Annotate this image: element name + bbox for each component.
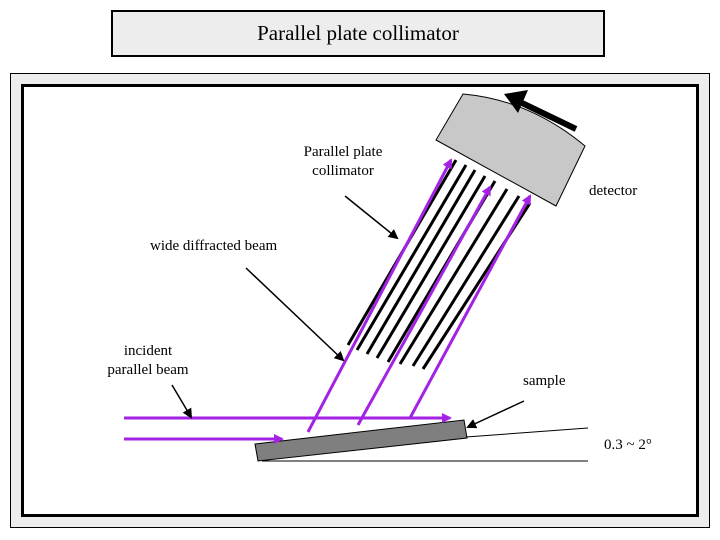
page-title: Parallel plate collimator [257, 21, 459, 45]
angle-label: 0.3 ~ 2° [604, 437, 652, 453]
sample-pointer [466, 400, 525, 429]
detector-motion-arrowhead [504, 90, 528, 113]
collimator-pointer [344, 195, 399, 240]
collimator-label-line1: Parallel plate [303, 144, 383, 160]
sample-plate [254, 419, 468, 462]
title-box: Parallel plate collimator [111, 10, 605, 57]
incident-label-line2: parallel beam [107, 362, 189, 378]
diffracted-beam-1 [306, 158, 453, 433]
incident-beam-label: incident parallel beam [96, 342, 200, 380]
diffracted-beam-2 [356, 185, 492, 426]
detector-box [435, 93, 586, 207]
wide-diffracted-beam-label: wide diffracted beam [150, 238, 278, 254]
collimator-plate [398, 188, 509, 365]
collimator-label: Parallel plate collimator [293, 143, 393, 181]
diffracted-beam-3 [408, 194, 532, 419]
collimator-label-line2: collimator [312, 163, 374, 179]
collimator-plate [411, 195, 521, 367]
detector-label: detector [589, 183, 638, 199]
incident-pointer [171, 384, 193, 419]
wide-beam-pointer [245, 267, 345, 362]
sample-label: sample [523, 373, 566, 389]
collimator-plate [375, 175, 487, 359]
collimator-plates [346, 159, 532, 370]
collimator-plate [355, 164, 468, 351]
angle-reference-line-upper [465, 427, 589, 438]
collimator-plate [365, 169, 477, 355]
incident-label-line1: incident [123, 343, 173, 359]
detector-motion-shaft [520, 100, 578, 132]
